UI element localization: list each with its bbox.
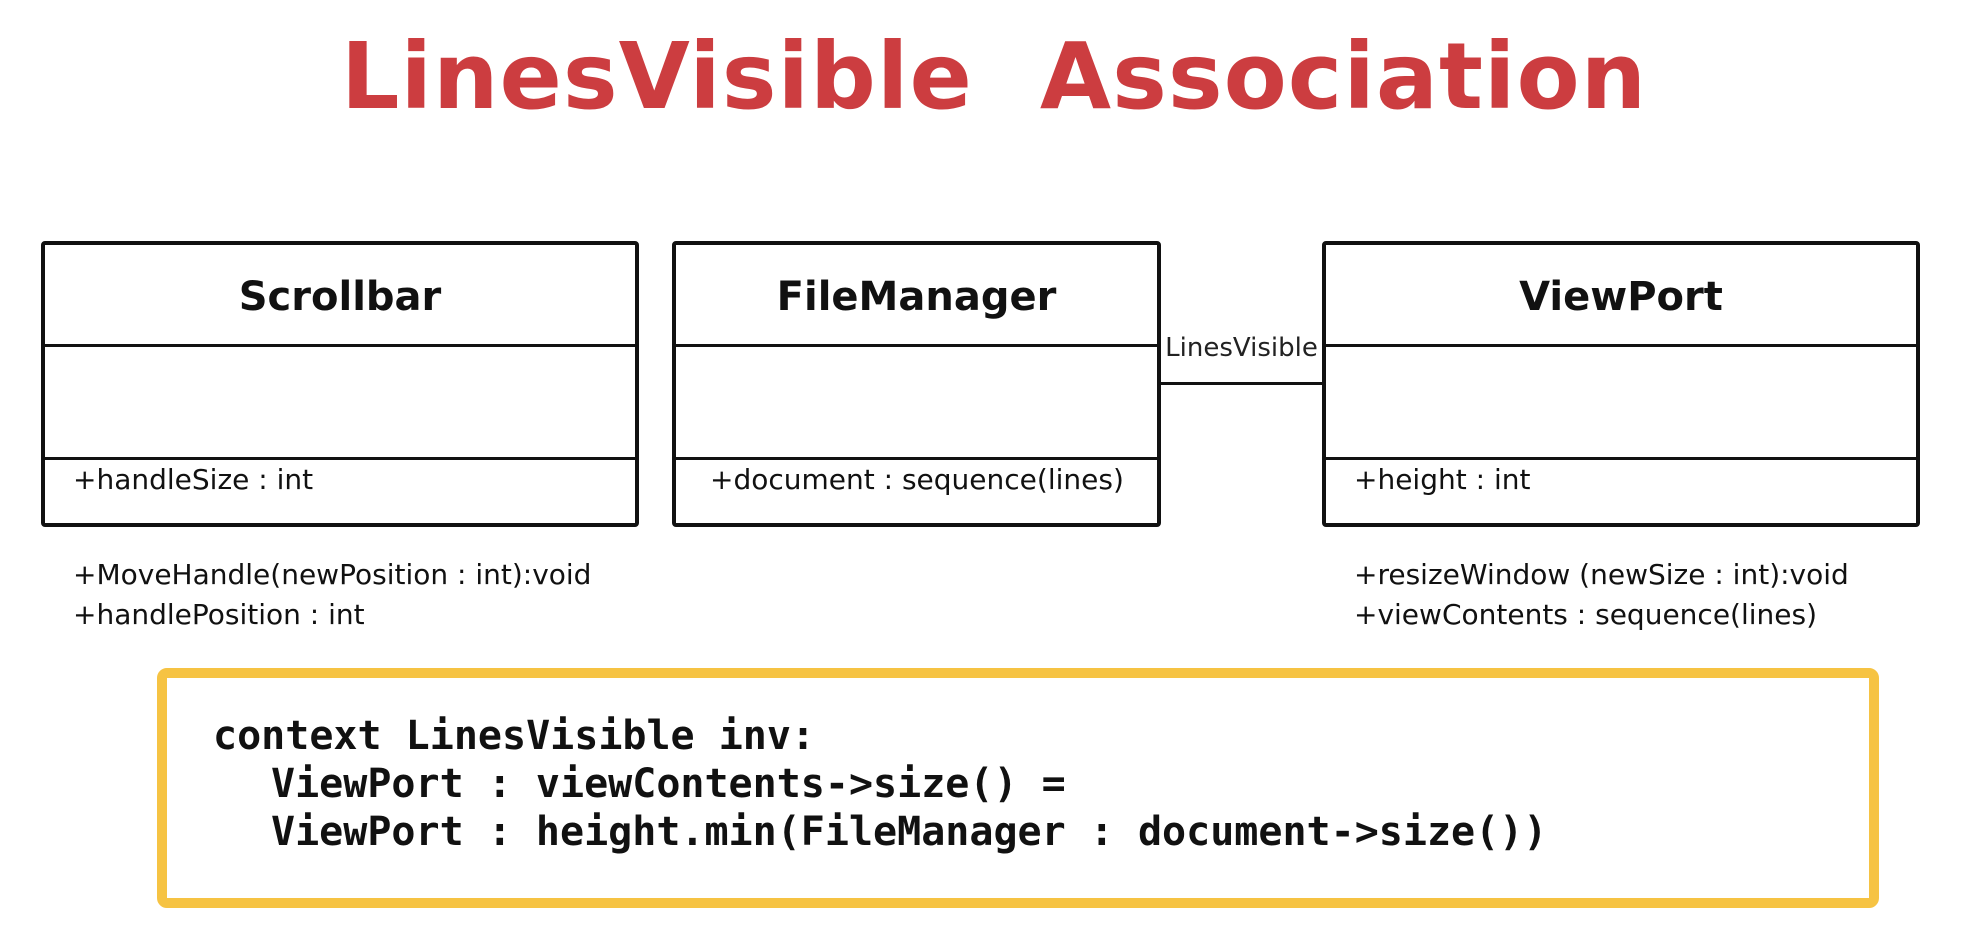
class-attributes: +document : sequence(lines) xyxy=(676,347,1157,496)
attribute: +viewContents : sequence(lines) xyxy=(1354,598,1818,631)
class-box-scrollbar: Scrollbar +handleSize : int +handlePosit… xyxy=(41,241,639,631)
class-attributes: +height : int +viewContents : sequence(l… xyxy=(1326,347,1916,631)
class-operations: +resizeWindow (newSize : int):void xyxy=(1326,460,1916,687)
class-name: ViewPort xyxy=(1326,245,1916,347)
attribute: +height : int xyxy=(1354,463,1531,496)
class-name: FileManager xyxy=(676,245,1157,347)
class-box-viewport: ViewPort +height : int +viewContents : s… xyxy=(1322,241,1920,631)
class-name: Scrollbar xyxy=(45,245,635,347)
association-label: LinesVisible xyxy=(1165,333,1318,363)
ocl-line: ViewPort : viewContents->size() = xyxy=(271,761,1066,807)
page-title: LinesVisible Association xyxy=(340,23,1648,130)
operation: +resizeWindow (newSize : int):void xyxy=(1354,558,1849,591)
operation: +MoveHandle(newPosition : int):void xyxy=(73,558,592,591)
attribute: +document : sequence(lines) xyxy=(710,463,1124,496)
attribute: +handleSize : int xyxy=(73,463,314,496)
class-attributes: +handleSize : int +handlePosition : int xyxy=(45,347,635,631)
ocl-line: ViewPort : height.min(FileManager : docu… xyxy=(271,809,1548,855)
attribute: +handlePosition : int xyxy=(73,598,365,631)
association-line xyxy=(1161,382,1322,385)
class-box-filemanager: FileManager +document : sequence(lines) xyxy=(672,241,1161,527)
ocl-constraint-box: context LinesVisible inv: ViewPort : vie… xyxy=(157,668,1879,908)
class-operations: +MoveHandle(newPosition : int):void xyxy=(45,460,635,687)
ocl-line: context LinesVisible inv: xyxy=(213,713,816,759)
